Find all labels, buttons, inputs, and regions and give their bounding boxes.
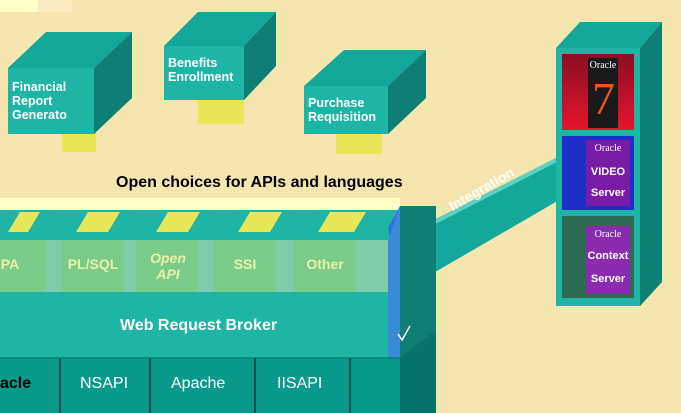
api-slot-open-api: Open API — [150, 250, 186, 282]
purchase-app-cube — [304, 50, 426, 154]
broker-block — [0, 198, 436, 413]
financial-app-cube — [8, 32, 132, 152]
api-slot-plsql: PL/SQL — [67, 256, 119, 272]
benefits-app-cube — [164, 12, 276, 124]
apis-heading: Open choices for APIs and languages — [116, 174, 403, 191]
interface-oracle: acle — [0, 375, 32, 392]
oracle7-version: 7 — [592, 73, 615, 124]
api-slot-ssi: SSI — [233, 256, 257, 272]
interface-apache: Apache — [171, 375, 226, 392]
interface-nsapi: NSAPI — [80, 375, 129, 392]
video-line2: Server — [590, 187, 626, 199]
context-line1: Context — [587, 250, 629, 262]
oracle-server-tower — [556, 22, 662, 306]
interface-iisapi: IISAPI — [277, 375, 323, 392]
corner-fragment — [0, 0, 38, 12]
financial-app-label: Financial Report Generato — [12, 80, 67, 122]
video-line1: VIDEO — [590, 166, 626, 178]
context-line2: Server — [590, 273, 626, 285]
purchase-app-label: Purchase Requisition — [308, 96, 377, 124]
integration-band — [410, 158, 566, 275]
video-brand: Oracle — [594, 143, 622, 154]
api-slot-other: Other — [306, 256, 344, 272]
api-slot-pa: PA — [0, 256, 20, 272]
context-brand: Oracle — [594, 229, 622, 240]
benefits-app-label: Benefits Enrollment — [168, 56, 234, 84]
web-request-broker-label: Web Request Broker — [120, 317, 278, 334]
oracle7-brand: Oracle — [589, 60, 617, 71]
